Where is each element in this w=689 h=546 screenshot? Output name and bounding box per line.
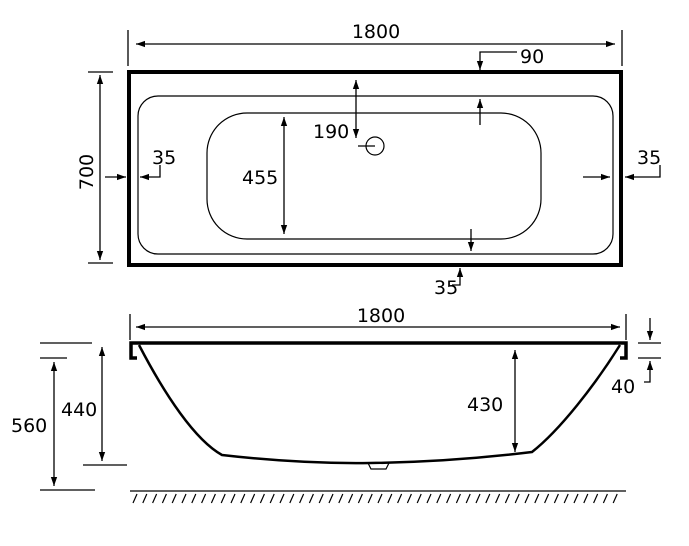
hatch-mark xyxy=(171,493,177,504)
inner-depth-label: 430 xyxy=(467,394,503,416)
hatch-mark xyxy=(201,493,207,504)
hatch-mark xyxy=(553,493,559,504)
rim-left-leader xyxy=(140,165,161,181)
hatch-mark xyxy=(593,493,599,504)
hatch-mark xyxy=(426,493,432,504)
hatch-mark xyxy=(348,493,354,504)
rim-left-label: 35 xyxy=(152,147,176,169)
rim-bottom-label: 35 xyxy=(434,277,458,299)
hatch-mark xyxy=(455,493,461,504)
hatch-mark xyxy=(132,493,138,504)
hatch-mark xyxy=(269,493,275,504)
hatch-mark xyxy=(181,493,187,504)
hatch-mark xyxy=(524,493,530,504)
hatch-mark xyxy=(152,493,158,504)
rim-profile xyxy=(129,341,628,360)
side-view: 1800 430 40 440 560 xyxy=(11,305,661,504)
inner-rim-outline xyxy=(137,95,614,255)
hatch-mark xyxy=(416,493,422,504)
hatch-mark xyxy=(377,493,383,504)
floor-hatching xyxy=(132,493,618,504)
hatch-mark xyxy=(514,493,520,504)
hatch-mark xyxy=(318,493,324,504)
hatch-mark xyxy=(230,493,236,504)
hatch-mark xyxy=(397,493,403,504)
hatch-mark xyxy=(210,493,216,504)
hatch-mark xyxy=(161,493,167,504)
rim-bottom-leader xyxy=(452,268,464,286)
hatch-mark xyxy=(308,493,314,504)
basin-width-label: 455 xyxy=(242,167,278,189)
basin-outline xyxy=(206,112,542,240)
hatch-mark xyxy=(544,493,550,504)
tub-body-profile xyxy=(137,344,622,465)
hatch-mark xyxy=(612,493,618,504)
hatch-mark xyxy=(220,493,226,504)
hatch-mark xyxy=(387,493,393,504)
body-height-label: 440 xyxy=(61,399,97,421)
hatch-mark xyxy=(436,493,442,504)
rim-right-label: 35 xyxy=(637,147,661,169)
hatch-mark xyxy=(602,493,608,504)
rim-right-leader xyxy=(625,165,661,181)
hatch-mark xyxy=(563,493,569,504)
hatch-mark xyxy=(357,493,363,504)
outer-rim-outline xyxy=(127,70,623,267)
hatch-mark xyxy=(534,493,540,504)
hatch-mark xyxy=(338,493,344,504)
hatch-mark xyxy=(446,493,452,504)
hatch-mark xyxy=(191,493,197,504)
hatch-mark xyxy=(406,493,412,504)
hatch-mark xyxy=(250,493,256,504)
hatch-mark xyxy=(289,493,295,504)
hatch-mark xyxy=(495,493,501,504)
hatch-mark xyxy=(367,493,373,504)
hatch-mark xyxy=(485,493,491,504)
hatch-mark xyxy=(583,493,589,504)
total-height-label: 560 xyxy=(11,415,47,437)
hatch-mark xyxy=(142,493,148,504)
top-view: 1800 90 190 455 700 35 35 35 xyxy=(76,21,661,299)
length-label: 1800 xyxy=(352,21,400,43)
drain-offset-label: 190 xyxy=(313,121,349,143)
rim-height-label: 40 xyxy=(611,376,635,398)
hatch-mark xyxy=(465,493,471,504)
hatch-mark xyxy=(259,493,265,504)
hatch-mark xyxy=(299,493,305,504)
hatch-mark xyxy=(279,493,285,504)
width-label: 700 xyxy=(76,154,98,190)
rim-top-label: 90 xyxy=(520,46,544,68)
rim-top-leader xyxy=(476,51,517,70)
drain-outlet xyxy=(367,462,390,470)
hatch-mark xyxy=(328,493,334,504)
hatch-mark xyxy=(475,493,481,504)
hatch-mark xyxy=(573,493,579,504)
hatch-mark xyxy=(504,493,510,504)
side-length-label: 1800 xyxy=(357,305,405,327)
hatch-mark xyxy=(240,493,246,504)
rim-height-leader xyxy=(644,361,654,383)
